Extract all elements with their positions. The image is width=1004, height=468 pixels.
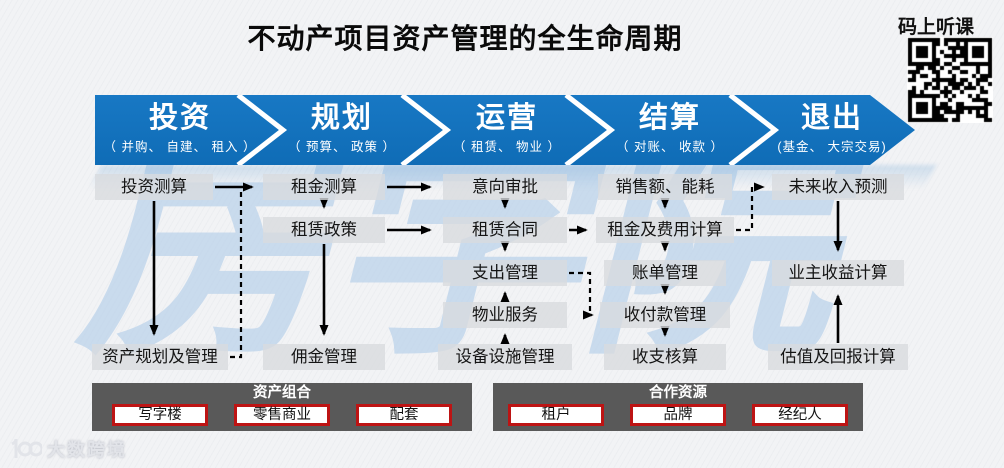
stage-sublabel: （ 预算、 政策 ） <box>288 140 396 154</box>
panel-title: 合作资源 <box>649 385 707 401</box>
node-rent-calc: 租金测算 <box>263 174 385 200</box>
node-commission-mgmt: 佣金管理 <box>263 344 385 370</box>
stage-investment: 投资 （ 并购、 自建、 租入 ） <box>90 102 270 155</box>
node-investment-calc: 投资测算 <box>95 174 213 200</box>
qr-caption: 码上听课 <box>898 17 975 38</box>
stage-operation: 运营 （ 租赁、 物业 ） <box>417 102 597 155</box>
stage-label: 退出 <box>800 102 863 134</box>
panel-cooperation-resources: 合作资源 租户 品牌 经纪人 <box>493 383 863 431</box>
stage-label: 运营 <box>475 102 538 134</box>
node-expense-mgmt: 支出管理 <box>443 260 567 286</box>
stage-sublabel: （ 租赁、 物业 ） <box>453 140 561 154</box>
node-future-income: 未来收入预测 <box>772 174 904 200</box>
node-facility-mgmt: 设备设施管理 <box>438 344 572 370</box>
stage-sublabel: （ 并购、 自建、 租入 ） <box>103 140 257 154</box>
asset-item-supporting: 配套 <box>356 404 452 426</box>
stage-exit: 退出 (基金、 大宗交易) <box>742 102 922 155</box>
node-property-service: 物业服务 <box>443 302 567 328</box>
logo-100-icon <box>11 438 42 458</box>
resource-item-broker: 经纪人 <box>752 404 848 426</box>
stage-planning: 规划 （ 预算、 政策 ） <box>252 102 432 155</box>
node-lease-contract: 租赁合同 <box>443 217 567 243</box>
node-intent-approval: 意向审批 <box>443 174 567 200</box>
page-title: 不动产项目资产管理的全生命周期 <box>247 23 683 54</box>
stage-sublabel: (基金、 大宗交易) <box>777 140 887 154</box>
node-rent-fee-calc: 租金及费用计算 <box>596 217 734 243</box>
panel-items: 写字楼 零售商业 配套 <box>112 404 452 426</box>
stage-separators <box>236 95 780 165</box>
panel-asset-portfolio: 资产组合 写字楼 零售商业 配套 <box>92 383 472 431</box>
node-bill-mgmt: 账单管理 <box>604 260 726 286</box>
asset-item-office: 写字楼 <box>112 404 208 426</box>
logo: 大数跨境 <box>8 436 127 462</box>
qr-code <box>907 37 993 123</box>
stage-label: 结算 <box>638 102 701 134</box>
logo-text: 大数跨境 <box>47 440 127 460</box>
asset-item-retail: 零售商业 <box>234 404 330 426</box>
resource-item-brand: 品牌 <box>630 404 726 426</box>
node-payment-mgmt: 收付款管理 <box>600 302 730 328</box>
node-income-expense-acct: 收支核算 <box>604 344 726 370</box>
resource-item-tenant: 租户 <box>508 404 604 426</box>
node-sales-energy: 销售额、能耗 <box>598 174 732 200</box>
panel-items: 租户 品牌 经纪人 <box>508 404 848 426</box>
stage-sublabel: （ 对账、 收款 ） <box>616 140 724 154</box>
stage-label: 投资 <box>148 102 211 134</box>
stage-label: 规划 <box>310 102 373 134</box>
node-valuation-return-calc: 估值及回报计算 <box>768 344 908 370</box>
stage-band: 投资 （ 并购、 自建、 租入 ） 规划 （ 预算、 政策 ） 运营 （ 租赁、… <box>95 95 930 165</box>
node-asset-planning: 资产规划及管理 <box>92 344 228 370</box>
node-owner-return-calc: 业主收益计算 <box>772 260 904 286</box>
panel-title: 资产组合 <box>253 385 311 401</box>
stage-settlement: 结算 （ 对账、 收款 ） <box>580 102 760 155</box>
node-leasing-policy: 租赁政策 <box>263 217 385 243</box>
